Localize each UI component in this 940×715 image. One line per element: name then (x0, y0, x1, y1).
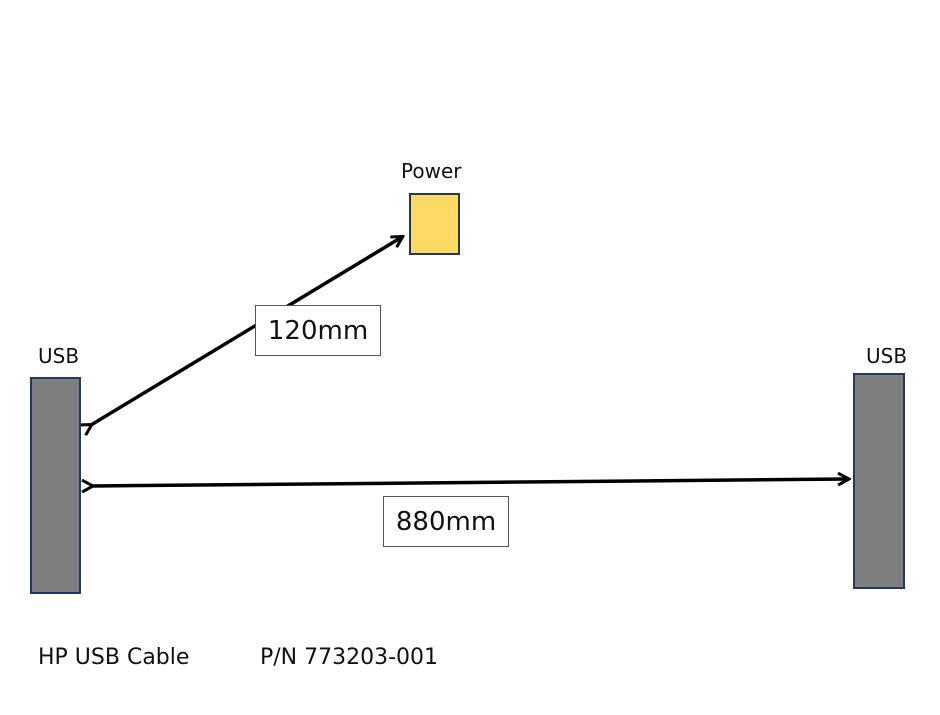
usb-left-label: USB (38, 344, 80, 368)
usb-length-arrow (92, 479, 848, 486)
power-connector (409, 193, 460, 255)
power-length-value: 120mm (267, 315, 369, 346)
power-label: Power (401, 159, 462, 183)
power-length-arrow (91, 237, 402, 425)
usb-length-box: 880mm (383, 496, 509, 547)
usb-length-value: 880mm (395, 506, 497, 537)
power-length-box: 120mm (255, 305, 381, 356)
part-number: P/N 773203-001 (260, 645, 439, 670)
usb-right-label: USB (866, 344, 908, 368)
product-name: HP USB Cable (38, 645, 190, 670)
usb-right-connector (853, 373, 905, 589)
usb-left-connector (30, 377, 81, 594)
